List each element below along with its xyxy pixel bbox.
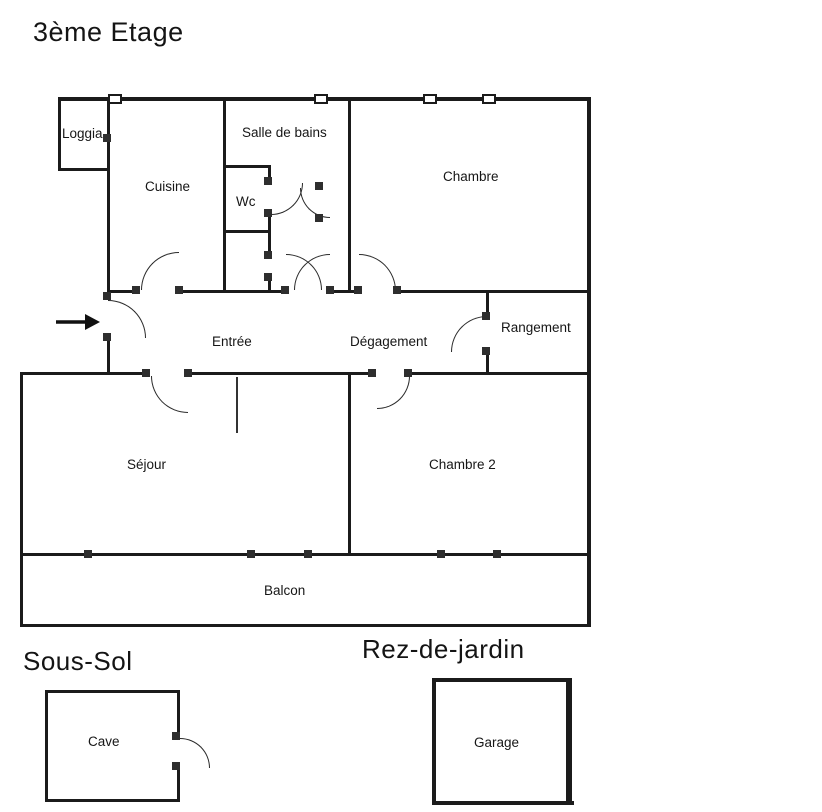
wall [587, 97, 591, 627]
wall [107, 97, 110, 297]
wall [225, 165, 271, 168]
wall [268, 165, 271, 183]
window-marker [314, 94, 328, 104]
door-frame [172, 732, 180, 740]
door-frame [368, 369, 376, 377]
wall [45, 690, 48, 802]
room-label-chambre: Chambre [443, 169, 499, 184]
wall [486, 352, 489, 375]
wall [348, 375, 351, 555]
wall [58, 97, 61, 171]
title-garden-level: Rez-de-jardin [362, 634, 525, 664]
wall [397, 290, 590, 293]
door-frame [404, 369, 412, 377]
wall [20, 624, 591, 627]
room-label-cuisine: Cuisine [145, 179, 191, 194]
room-label-degagement: Dégagement [350, 334, 428, 349]
door-arc-cuisine [141, 252, 179, 290]
room-label-sejour: Séjour [127, 457, 167, 472]
room-label-loggia: Loggia [62, 126, 103, 141]
wall [223, 97, 226, 293]
wall [107, 338, 110, 375]
door-arc-cave [180, 738, 210, 768]
door-frame [315, 182, 323, 190]
door-frame [103, 333, 111, 341]
room-label-rangement: Rangement [501, 320, 571, 335]
wall [408, 372, 590, 375]
wall [107, 290, 136, 293]
wall [45, 690, 180, 693]
door-arc-chambre2 [377, 376, 410, 409]
door-frame [326, 286, 334, 294]
door-arc-wc [271, 183, 303, 215]
window-marker [482, 94, 496, 104]
wall [432, 801, 574, 805]
wall [432, 678, 436, 805]
door-frame [315, 214, 323, 222]
door-frame [184, 369, 192, 377]
wall [177, 690, 180, 738]
room-label-balcon: Balcon [264, 583, 306, 598]
wall [177, 768, 180, 802]
wall [20, 372, 146, 375]
room-label-entree: Entrée [212, 334, 252, 349]
window-marker [108, 94, 122, 104]
door-frame [142, 369, 150, 377]
door-arc-sejour [151, 376, 188, 413]
room-label-chambre-2: Chambre 2 [429, 457, 496, 472]
room-label-salle-de-bains: Salle de bains [242, 125, 327, 140]
door-frame [175, 286, 183, 294]
wall [566, 678, 572, 805]
door-frame [304, 550, 312, 558]
room-label-cave: Cave [88, 734, 120, 749]
door-frame [264, 209, 272, 217]
wall [188, 372, 371, 375]
room-label-garage: Garage [474, 735, 520, 750]
door-frame [354, 286, 362, 294]
wall [58, 168, 110, 171]
wall [45, 799, 180, 802]
wall [236, 377, 238, 433]
wall [179, 290, 285, 293]
wall [486, 290, 489, 317]
door-frame [132, 286, 140, 294]
door-frame [264, 251, 272, 259]
title-basement: Sous-Sol [23, 646, 133, 676]
door-frame [437, 550, 445, 558]
door-frame [84, 550, 92, 558]
door-frame [493, 550, 501, 558]
wall [348, 97, 351, 293]
wall [330, 290, 358, 293]
title-third-floor: 3ème Etage [33, 17, 184, 47]
door-frame [247, 550, 255, 558]
door-frame [264, 177, 272, 185]
door-frame [393, 286, 401, 294]
door-frame [264, 273, 272, 281]
wall [268, 213, 271, 255]
wall [225, 230, 271, 233]
wall [432, 678, 572, 682]
door-frame [103, 134, 111, 142]
wall [20, 372, 23, 627]
door-frame [172, 762, 180, 770]
window-marker [423, 94, 437, 104]
door-frame [482, 312, 490, 320]
door-arc-entrance [108, 300, 146, 338]
entrance-arrow-svg [56, 314, 100, 330]
entrance-arrow-icon [54, 310, 102, 334]
door-frame [103, 292, 111, 300]
door-frame [482, 347, 490, 355]
wall [268, 277, 271, 290]
room-label-wc: Wc [236, 194, 256, 209]
door-frame [281, 286, 289, 294]
door-arc-chambre [359, 254, 396, 291]
